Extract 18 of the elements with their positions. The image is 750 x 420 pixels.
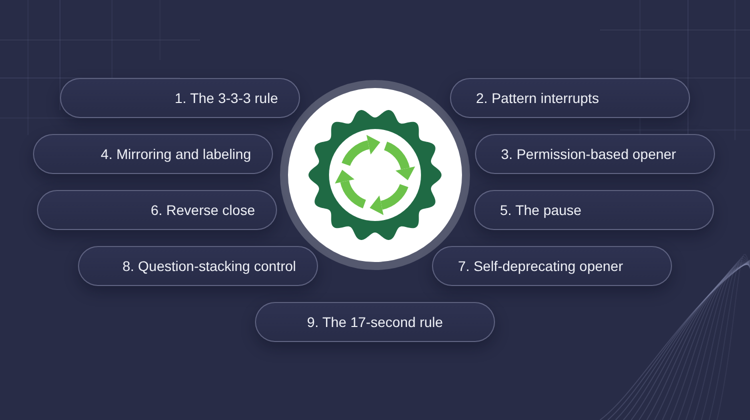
tip-text: 6. Reverse close (150, 201, 255, 219)
tip-text: 9. The 17-second rule (307, 313, 443, 331)
rounded-pill (450, 78, 690, 118)
rounded-pill (33, 134, 273, 174)
tip-text: 7. Self-deprecating opener (458, 257, 623, 275)
rounded-pill (37, 190, 277, 230)
rounded-pill (432, 246, 672, 286)
rounded-pill (255, 302, 495, 342)
tip-text: 2. Pattern interrupts (476, 89, 599, 107)
tip-text: 4. Mirroring and labeling (100, 145, 251, 163)
tip-text: 8. Question-stacking control (122, 257, 296, 275)
tip-text: 3. Permission-based opener (501, 145, 676, 163)
rounded-pill (60, 78, 300, 118)
tip-text: 1. The 3-3-3 rule (174, 89, 278, 107)
tip-text: 5. The pause (500, 201, 582, 219)
rounded-pill (475, 134, 715, 174)
rounded-pill (78, 246, 318, 286)
rounded-pill (474, 190, 714, 230)
